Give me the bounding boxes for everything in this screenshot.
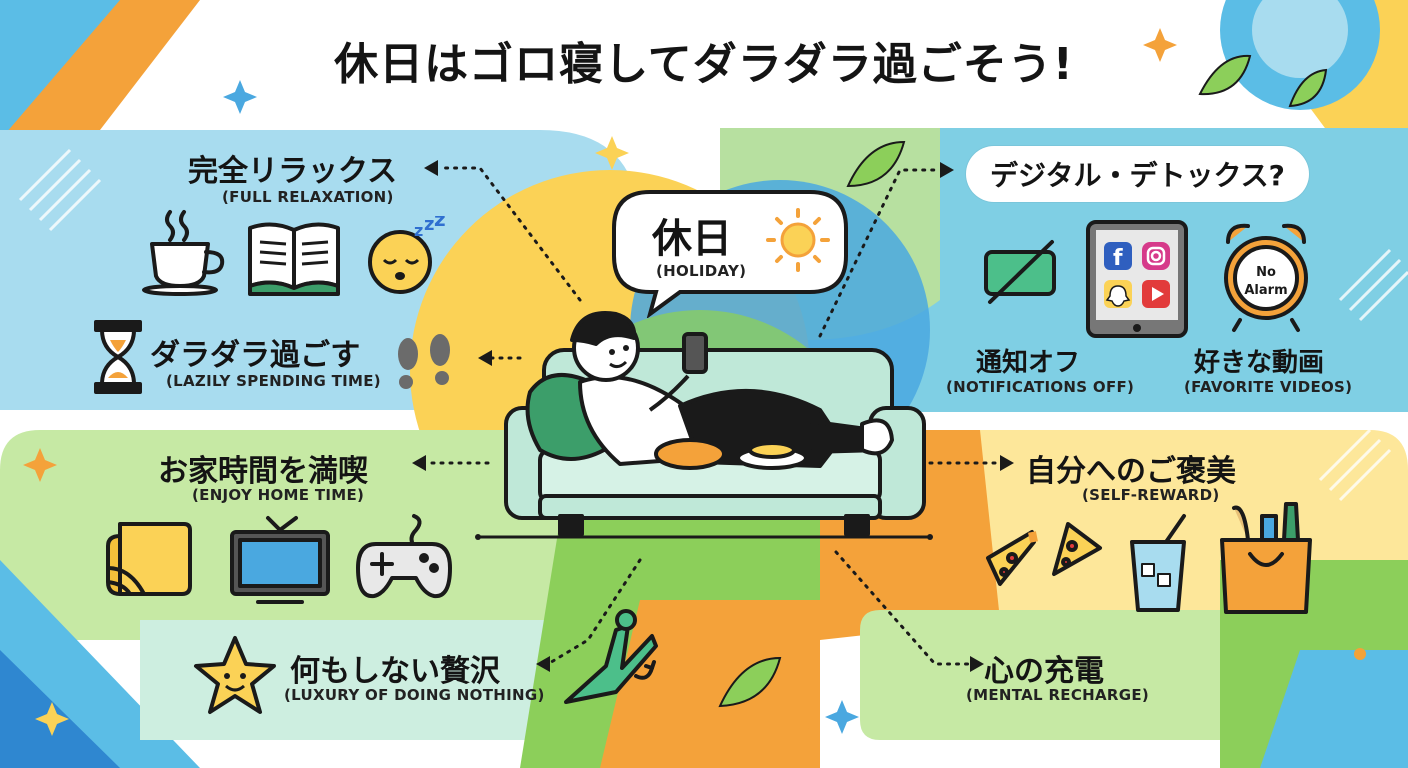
alarm-text-1: No [1256, 265, 1276, 280]
shopping-bag-icon [1220, 502, 1312, 614]
facebook-icon [1104, 242, 1132, 270]
page-title: 休日はゴロ寝してダラダラ過ごそう! [334, 39, 1074, 90]
blanket-icon [106, 522, 192, 596]
couch-person-illustration [504, 311, 926, 536]
home-time-label-en: (ENJOY HOME TIME) [192, 486, 365, 504]
self-reward-label-en: (SELF-REWARD) [1082, 486, 1220, 504]
favorite-videos-label: 好きな動画 [1194, 348, 1325, 378]
no-alarm-clock-icon: No Alarm [1224, 223, 1308, 332]
pizza-slices-icon [986, 522, 1102, 586]
full-relaxation-label-en: (FULL RELAXATION) [222, 188, 394, 206]
notifications-off-label-en: (NOTIFICATIONS OFF) [946, 378, 1135, 396]
luxury-nothing-label-en: (LUXURY OF DOING NOTHING) [284, 686, 545, 704]
open-book-icon [248, 222, 340, 296]
footprints-icon [398, 334, 450, 389]
sleeping-face-icon: z z z [368, 216, 446, 294]
mental-recharge-label: 心の充電 [984, 654, 1104, 689]
television-icon [230, 516, 330, 604]
digital-detox-label: デジタル・デトックス? [966, 146, 1309, 202]
alarm-text-2: Alarm [1244, 283, 1287, 298]
lazily-spending-label-en: (LAZILY SPENDING TIME) [166, 372, 381, 390]
luxury-nothing-label: 何もしない贅沢 [290, 654, 500, 689]
speech-bubble [612, 190, 848, 318]
mental-recharge-label-en: (MENTAL RECHARGE) [966, 686, 1150, 704]
hourglass-icon [94, 320, 142, 394]
tablet-apps-icon: f [1086, 220, 1188, 338]
home-time-label: お家時間を満喫 [158, 454, 368, 489]
notifications-off-label: 通知オフ [976, 348, 1081, 378]
svg-text:f: f [1113, 246, 1123, 271]
coffee-cup-icon [142, 210, 225, 296]
svg-text:z: z [434, 216, 446, 231]
game-controller-icon [356, 514, 452, 599]
smiling-star-icon [194, 636, 276, 714]
svg-text:z: z [414, 221, 423, 240]
sun-icon [766, 208, 830, 272]
self-reward-label: 自分へのご褒美 [1026, 454, 1236, 489]
stretching-person-icon [564, 609, 658, 704]
iced-drink-icon [1130, 514, 1186, 612]
instagram-icon [1142, 242, 1170, 270]
notifications-off-icon [984, 240, 1056, 304]
svg-text:z: z [424, 216, 434, 235]
full-relaxation-label: 完全リラックス [188, 154, 398, 189]
favorite-videos-label-en: (FAVORITE VIDEOS) [1184, 378, 1353, 396]
center-label-en: (HOLIDAY) [656, 262, 747, 280]
lazily-spending-label: ダラダラ過ごす [150, 338, 361, 373]
center-label: 休日 [652, 216, 732, 262]
